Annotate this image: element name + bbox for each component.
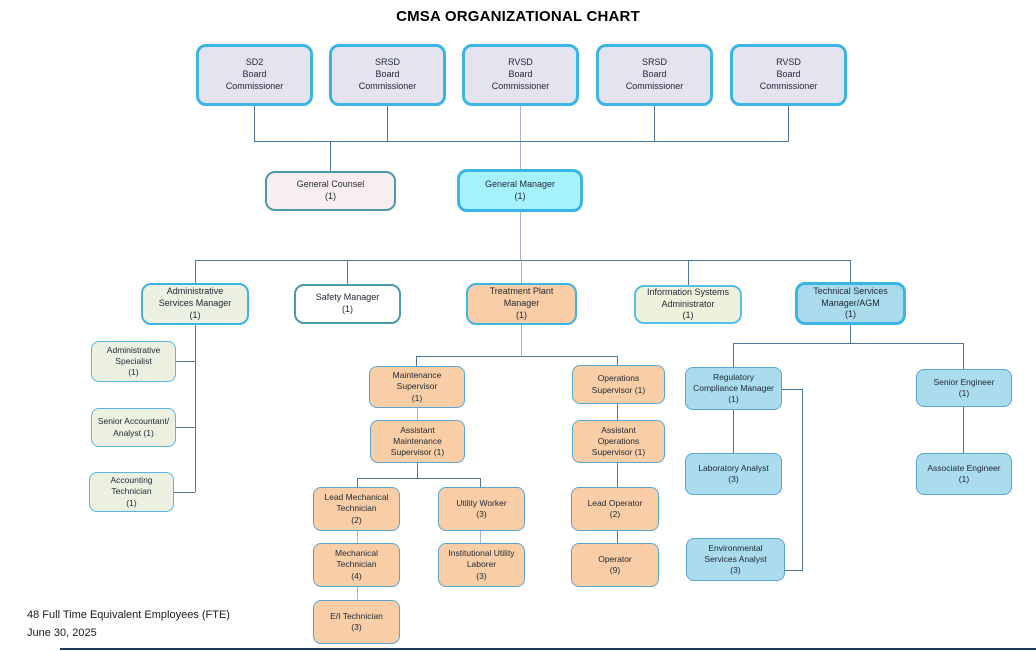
connector-line [176, 361, 195, 362]
connector-line [617, 531, 618, 543]
connector-line [347, 261, 348, 284]
org-node-regulatory-compliance-manager: Regulatory Compliance Manager (1) [685, 367, 782, 410]
org-node-sd2-board-commissioner: SD2 Board Commissioner [196, 44, 313, 106]
org-node-mechanical-technician: Mechanical Technician (4) [313, 543, 400, 587]
connector-line [357, 479, 358, 487]
page-title: CMSA ORGANIZATIONAL CHART [396, 8, 640, 25]
org-node-assistant-maintenance-supervisor: Assistant Maintenance Supervisor (1) [370, 420, 465, 463]
connector-line [480, 479, 481, 487]
org-node-technical-services-manager-agm: Technical Services Manager/AGM (1) [795, 282, 906, 325]
connector-line [520, 106, 521, 141]
connector-line [387, 106, 388, 141]
connector-line [521, 261, 522, 283]
connector-line [416, 357, 417, 366]
org-node-utility-worker: Utility Worker (3) [438, 487, 525, 531]
connector-line [357, 587, 358, 600]
org-node-rvsd-board-commissioner-2: RVSD Board Commissioner [730, 44, 847, 106]
org-node-ei-technician: E/I Technician (3) [313, 600, 400, 644]
org-node-senior-accountant-analyst: Senior Accountant/ Analyst (1) [91, 408, 176, 447]
connector-line [788, 106, 789, 141]
connector-line [733, 343, 964, 344]
org-node-administrative-services-manager: Administrative Services Manager (1) [141, 283, 249, 325]
connector-line [417, 408, 418, 420]
fte-count-text: 48 Full Time Equivalent Employees (FTE) [27, 609, 230, 621]
org-node-institutional-utility-laborer: Institutional Utility Laborer (3) [438, 543, 525, 587]
connector-line [480, 531, 481, 543]
bottom-rule [60, 648, 1036, 650]
org-node-associate-engineer: Associate Engineer (1) [916, 453, 1012, 495]
org-node-treatment-plant-manager: Treatment Plant Manager (1) [466, 283, 577, 325]
connector-line [617, 357, 618, 365]
org-node-lead-operator: Lead Operator (2) [571, 487, 659, 531]
org-node-senior-engineer: Senior Engineer (1) [916, 369, 1012, 407]
connector-line [330, 142, 331, 171]
connector-line [195, 261, 196, 283]
org-node-srsd-board-commissioner-1: SRSD Board Commissioner [329, 44, 446, 106]
connector-line [802, 389, 803, 571]
org-node-accounting-technician: Accounting Technician (1) [89, 472, 174, 512]
connector-line [417, 463, 418, 478]
date-text: June 30, 2025 [27, 627, 97, 639]
connector-line [357, 531, 358, 543]
connector-line [521, 325, 522, 356]
connector-line [850, 261, 851, 282]
org-node-rvsd-board-commissioner-1: RVSD Board Commissioner [462, 44, 579, 106]
connector-line [357, 478, 481, 479]
connector-line [520, 142, 521, 169]
connector-line [782, 389, 802, 390]
org-node-general-counsel: General Counsel (1) [265, 171, 396, 211]
org-node-lead-mechanical-technician: Lead Mechanical Technician (2) [313, 487, 400, 531]
org-node-laboratory-analyst: Laboratory Analyst (3) [685, 453, 782, 495]
connector-line [654, 106, 655, 141]
org-node-information-systems-administrator: Information Systems Administrator (1) [634, 285, 742, 324]
connector-line [733, 410, 734, 453]
connector-line [254, 106, 255, 141]
org-node-operations-supervisor: Operations Supervisor (1) [572, 365, 665, 404]
connector-line [850, 325, 851, 343]
org-node-administrative-specialist: Administrative Specialist (1) [91, 341, 176, 382]
org-node-operator: Operator (9) [571, 543, 659, 587]
org-node-safety-manager: Safety Manager (1) [294, 284, 401, 324]
footer-note: 48 Full Time Equivalent Employees (FTE) … [27, 606, 230, 642]
connector-line [785, 570, 802, 571]
connector-line [176, 427, 195, 428]
org-node-environmental-services-analyst: Environmental Services Analyst (3) [686, 538, 785, 581]
connector-line [195, 325, 196, 492]
connector-line [617, 404, 618, 420]
connector-line [963, 344, 964, 369]
connector-line [254, 141, 789, 142]
connector-line [195, 260, 851, 261]
org-node-general-manager: General Manager (1) [457, 169, 583, 212]
connector-line [174, 492, 195, 493]
connector-line [688, 261, 689, 285]
org-node-assistant-operations-supervisor: Assistant Operations Supervisor (1) [572, 420, 665, 463]
connector-line [963, 407, 964, 453]
org-node-maintenance-supervisor: Maintenance Supervisor (1) [369, 366, 465, 408]
connector-line [733, 344, 734, 367]
org-node-srsd-board-commissioner-2: SRSD Board Commissioner [596, 44, 713, 106]
connector-line [416, 356, 618, 357]
connector-line [520, 212, 521, 260]
connector-line [617, 463, 618, 487]
